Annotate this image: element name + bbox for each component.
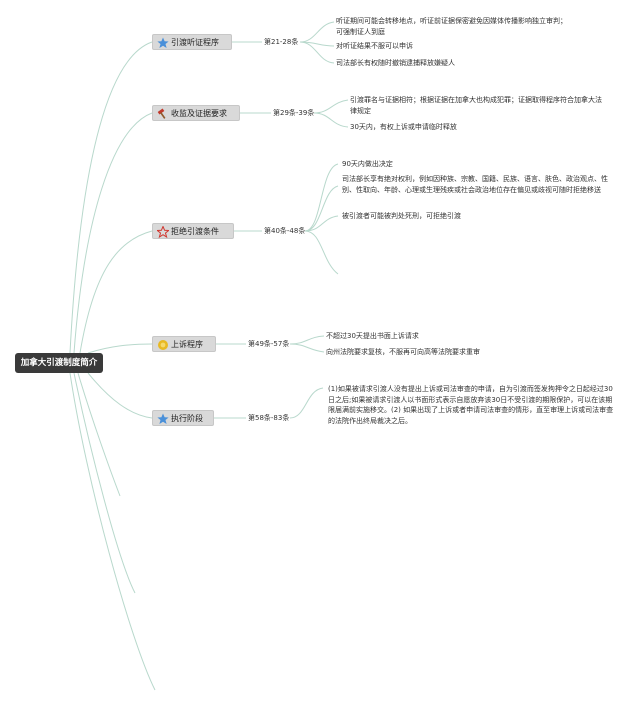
root-node[interactable]: 加拿大引渡制度简介 [15, 353, 103, 373]
leaf-text: (1)如果被请求引渡人没有提出上诉或司法审查的申请，自为引渡而签发拘押令之日起经… [328, 385, 614, 425]
leaf-text: 30天内，有权上诉或申请临时释放 [350, 123, 457, 131]
red-hammer-icon [157, 108, 166, 119]
topic-appeal-procedure[interactable]: 上诉程序 [152, 336, 216, 352]
topic-label: 执行阶段 [171, 414, 203, 423]
leaf-text: 引渡罪名与证据相符；根据证据在加拿大也构成犯罪；证据取得程序符合加拿大法律规定 [350, 96, 602, 115]
articles-label: 第29条-39条 [273, 109, 315, 117]
articles-label: 第58条-83条 [248, 414, 290, 422]
topic-extradition-hearing[interactable]: 引渡听证程序 [152, 34, 232, 50]
articles-label: 第21-28条 [264, 38, 299, 46]
blue-star-icon [157, 413, 169, 424]
articles-label: 第49条-57条 [248, 340, 290, 348]
gold-circle-icon [158, 340, 168, 350]
topic-custody-evidence[interactable]: 收监及证据要求 [152, 105, 240, 121]
topic-refusal-conditions[interactable]: 拒绝引渡条件 [152, 223, 234, 239]
leaf-text: 被引渡者可能被判处死刑，可拒绝引渡 [342, 212, 461, 220]
articles-label: 第40条-48条 [264, 227, 306, 235]
leaf-text: 不超过30天提出书面上诉请求 [326, 332, 419, 340]
topic-label: 拒绝引渡条件 [171, 227, 219, 236]
blue-star-icon [157, 37, 169, 48]
red-star-outline-icon [157, 226, 169, 238]
topic-label: 引渡听证程序 [171, 38, 219, 47]
leaf-text: 对听证结果不服可以申诉 [336, 42, 413, 50]
topic-execution-stage[interactable]: 执行阶段 [152, 410, 214, 426]
leaf-text: 司法部长有权随时撤销逮捕释放嫌疑人 [336, 59, 455, 67]
leaf-text: 司法部长享有绝对权利，例如因种族、宗教、国籍、民族、语言、肤色、政治观点、性别、… [342, 175, 608, 194]
leaf-text: 90天内做出决定 [342, 160, 393, 168]
topic-label: 收监及证据要求 [171, 109, 227, 118]
topic-label: 上诉程序 [171, 340, 203, 349]
leaf-text: 听证期间可能会转移地点，听证前证据保密避免因媒体传播影响独立审判；可强制证人到庭 [336, 17, 567, 36]
leaf-text: 向州法院要求复核，不服再可向高等法院要求重审 [326, 348, 480, 356]
